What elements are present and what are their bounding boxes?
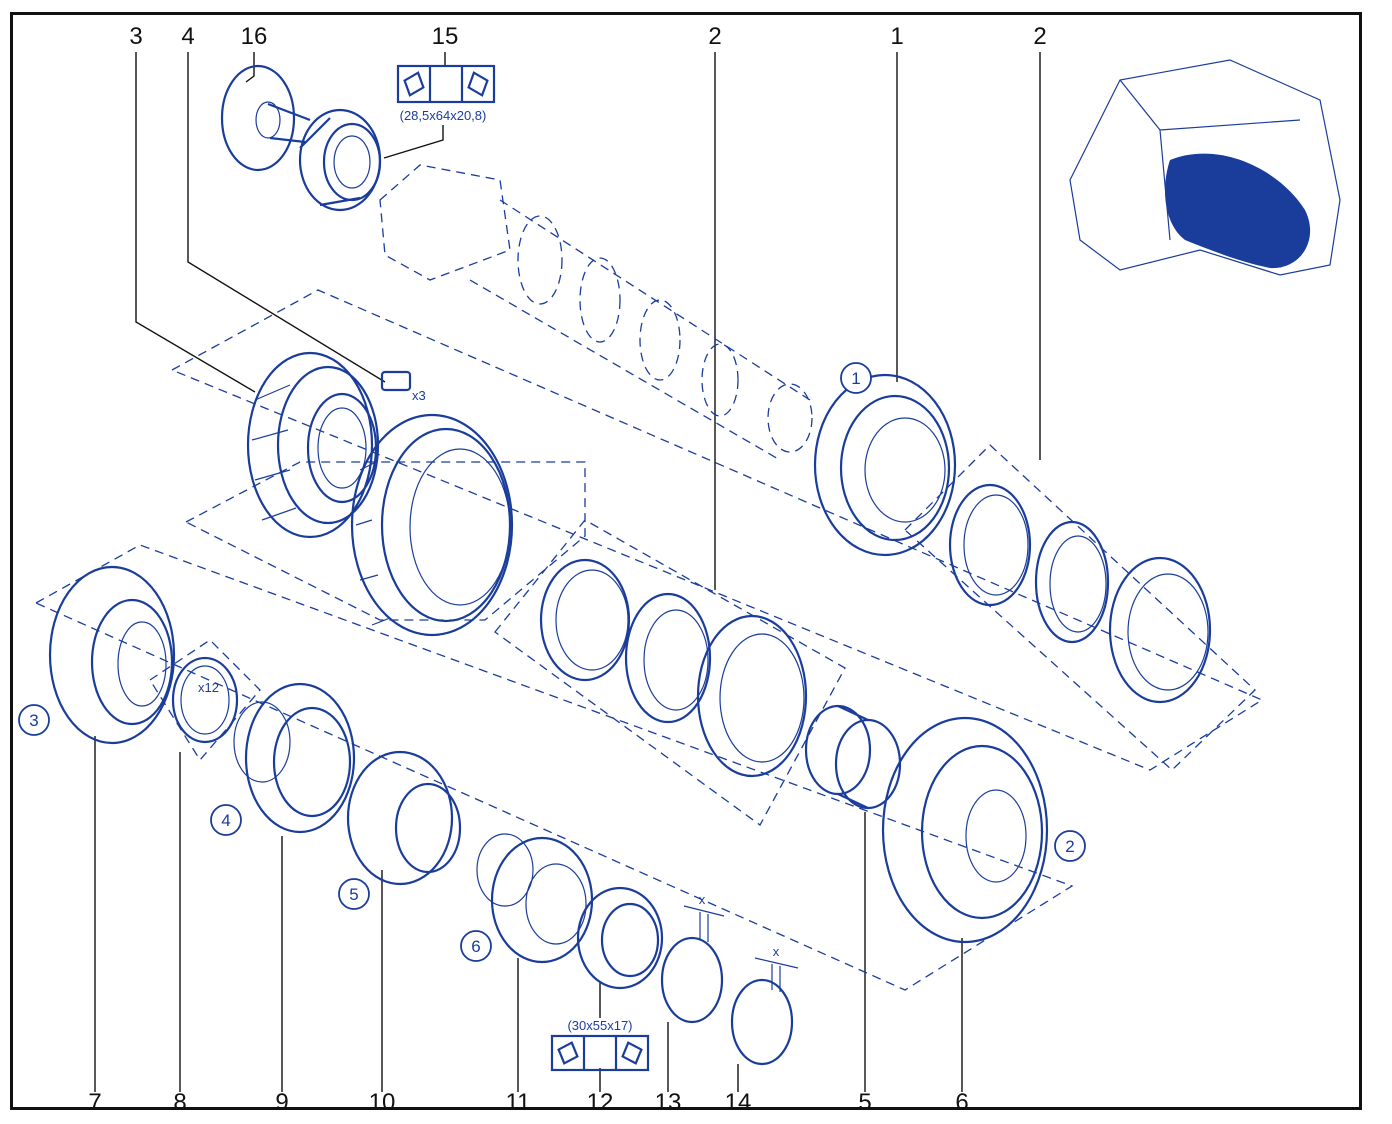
callout-top-2b: 2 [1033,23,1046,50]
gearbox-thumbnail [1069,59,1341,276]
key-quantity: x3 [412,388,426,403]
callout-bottom-13: 13 [655,1089,682,1116]
callout-top-1: 1 [890,23,903,50]
svg-text:5: 5 [349,885,358,904]
sliding-sleeve [350,413,514,637]
svg-text:2: 2 [1065,837,1074,856]
callout-bottom-12: 12 [587,1089,614,1116]
gear-id-1: 1 [840,362,872,394]
gear-id-3: 3 [18,704,50,736]
bearing-15 [298,108,382,212]
circlip-13 [660,936,724,1024]
callout-top-3: 3 [129,23,142,50]
svg-text:1: 1 [851,369,860,388]
gear-2 [881,716,1049,944]
bearing-12 [576,886,664,990]
gap-mark-13: x [699,892,706,907]
callout-bottom-5: 5 [858,1089,871,1116]
diagram-frame [10,12,1362,1110]
callout-top-2a: 2 [708,23,721,50]
synchro-key [380,370,412,392]
callout-bottom-11: 11 [506,1089,531,1116]
gear-id-6: 6 [460,930,492,962]
circlip-14 [730,978,794,1066]
callout-bottom-9: 9 [275,1089,288,1116]
callout-bottom-10: 10 [369,1089,396,1116]
bearing-bottom-dimensions: (30x55x17) [567,1018,632,1033]
gap-marker-14 [754,957,799,992]
gear-4 [233,682,356,834]
synchro-rings-right [948,483,1212,704]
gear-id-2: 2 [1054,830,1086,862]
synchro-rings-middle [539,558,808,778]
callout-bottom-7: 7 [88,1089,101,1116]
bearing-symbol-bottom [550,1034,650,1072]
bearing-symbol-top [396,64,496,104]
callout-bottom-14: 14 [725,1089,752,1116]
svg-text:3: 3 [29,711,38,730]
gear-5 [346,750,462,886]
bearing-top-dimensions: (28,5x64x20,8) [400,108,487,123]
callout-top-4: 4 [181,23,194,50]
assembly-outlines [34,289,1264,991]
gear-6 [476,833,594,964]
synchro-hub [246,351,380,539]
gap-marker-13 [683,905,725,942]
svg-text:6: 6 [471,937,480,956]
gear-id-4: 4 [210,804,242,836]
needle-quantity: x12 [198,680,219,695]
thrust-washer-16 [220,64,311,172]
callout-bottom-8: 8 [173,1089,186,1116]
gear-id-5: 5 [338,878,370,910]
gap-mark-14: x [773,944,780,959]
svg-text:4: 4 [221,811,230,830]
gear-1 [813,373,957,557]
callout-top-15: 15 [432,23,459,50]
output-shaft [379,164,813,461]
gear-3 [48,565,176,745]
bushing-5 [804,704,902,810]
callout-top-16: 16 [241,23,268,50]
callout-bottom-6: 6 [955,1089,968,1116]
needle-ring-8 [171,656,239,744]
leader-lines [94,52,1041,1092]
